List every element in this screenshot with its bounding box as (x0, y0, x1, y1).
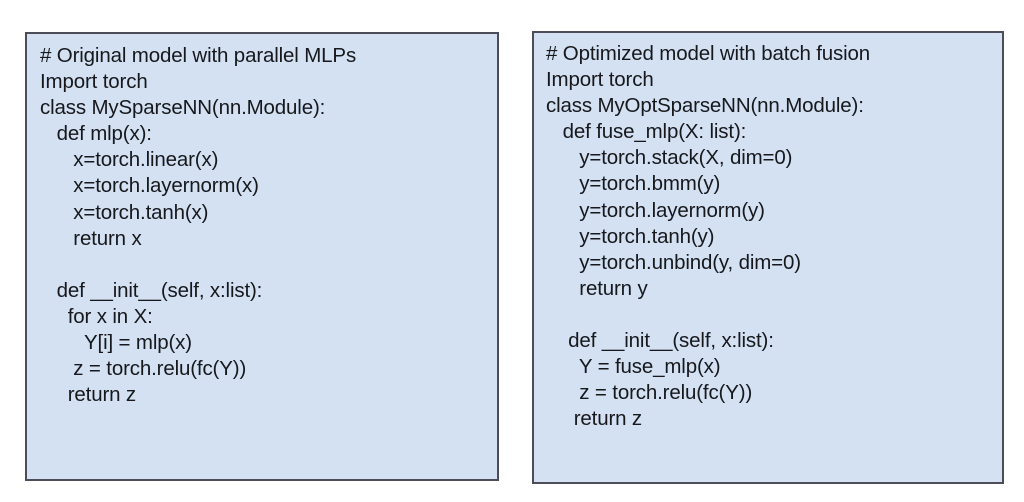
code-line: Import torch (40, 70, 148, 94)
code-line: z = torch.relu(fc(Y)) (546, 381, 753, 405)
code-line: return z (40, 383, 137, 407)
code-line (40, 252, 493, 278)
code-line: x=torch.layernorm(x) (40, 174, 259, 198)
code-line (546, 302, 998, 328)
code-line: Y = fuse_mlp(x) (546, 355, 721, 379)
code-line: for x in X: (40, 304, 153, 328)
code-line: x=torch.tanh(x) (40, 200, 209, 224)
code-line: Import torch (546, 68, 654, 92)
code-line: x=torch.linear(x) (40, 148, 219, 172)
code-line: y=torch.bmm(y) (546, 172, 721, 196)
code-line: class MySparseNN(nn.Module): (40, 96, 326, 120)
code-line: return x (40, 226, 142, 250)
code-line: # Optimized model with batch fusion (546, 42, 871, 65)
code-line: def mlp(x): (40, 122, 152, 146)
code-line: return y (546, 276, 648, 300)
code-line: y=torch.stack(X, dim=0) (546, 146, 793, 170)
code-line: def fuse_mlp(X: list): (546, 120, 747, 144)
code-line: class MyOptSparseNN(nn.Module): (546, 94, 864, 118)
code-line: y=torch.unbind(y, dim=0) (546, 250, 801, 274)
code-line: # Original model with parallel MLPs (40, 44, 357, 67)
code-line: Y[i] = mlp(x) (40, 331, 192, 355)
code-line: return z (546, 407, 643, 431)
code-line: def __init__(self, x:list): (40, 278, 263, 302)
code-line: y=torch.layernorm(y) (546, 198, 765, 222)
code-line: y=torch.tanh(y) (546, 224, 715, 248)
code-line: z = torch.relu(fc(Y)) (40, 357, 247, 381)
code-line: def __init__(self, x:list): (546, 329, 774, 353)
